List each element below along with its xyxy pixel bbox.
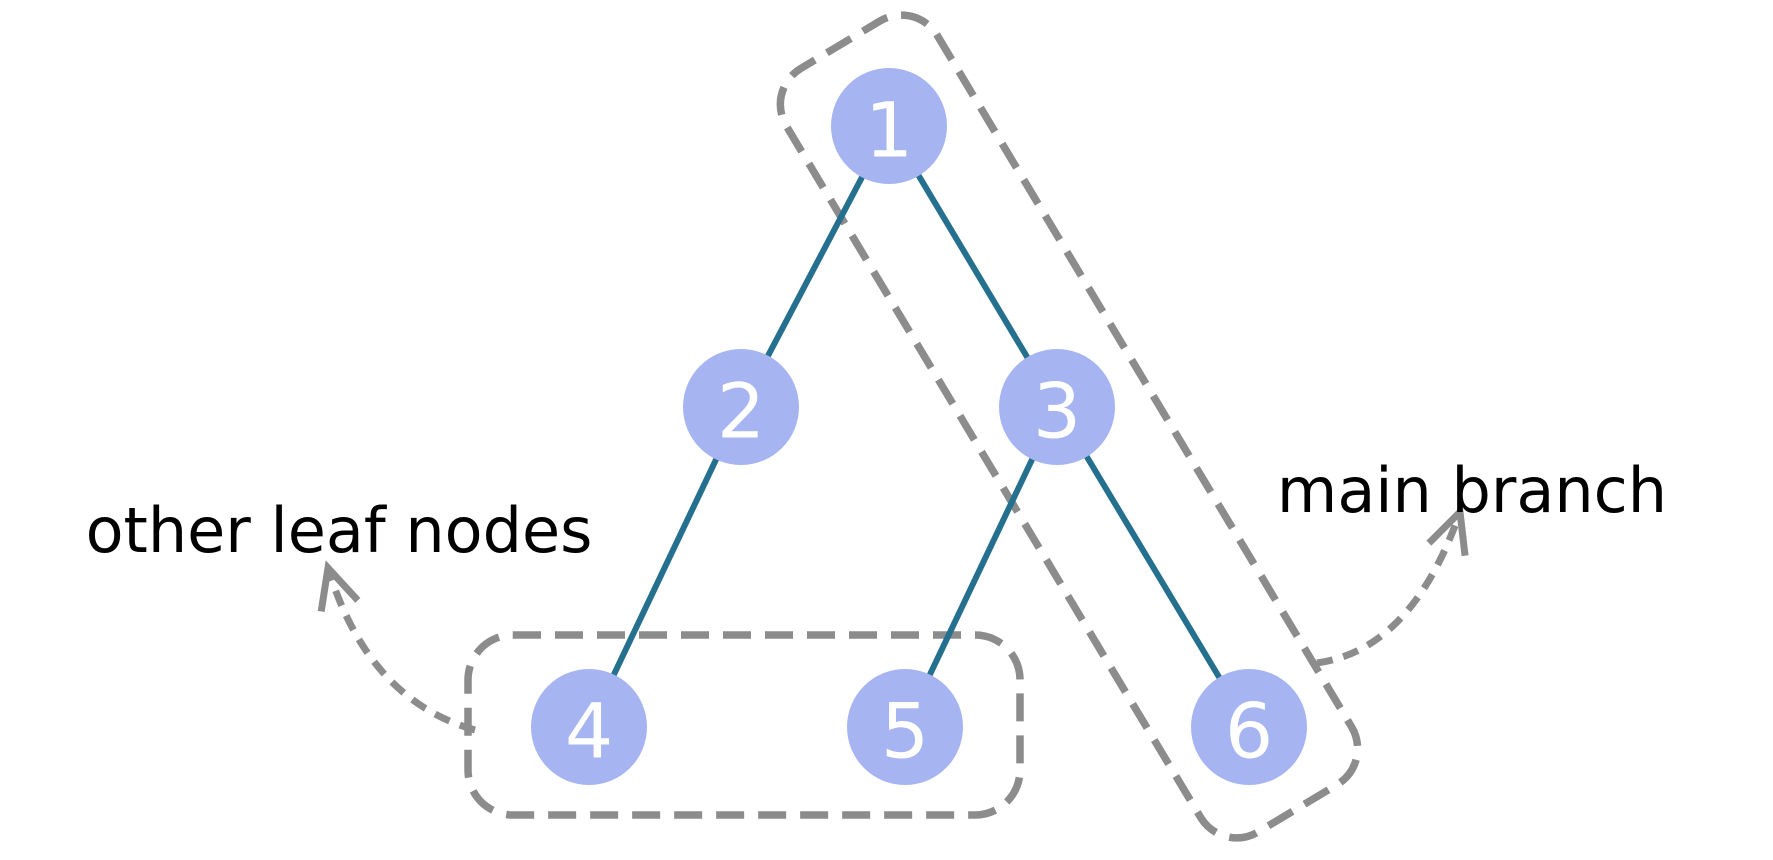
- other-leaf-nodes-arrow-head-icon: [317, 560, 361, 613]
- main-branch-label: main branch: [1277, 454, 1667, 527]
- edge-3-5: [902, 405, 1060, 729]
- edge-2-4: [586, 405, 744, 729]
- tree-nodes: 1 2 3 4 5 6: [531, 68, 1307, 785]
- node-label: 3: [1033, 367, 1081, 456]
- node-5: 5: [847, 669, 963, 785]
- node-label: 6: [1225, 687, 1273, 776]
- node-circle: [1191, 669, 1307, 785]
- other-leaf-nodes-label: other leaf nodes: [86, 494, 593, 567]
- node-6: 6: [1191, 669, 1307, 785]
- node-4: 4: [531, 669, 647, 785]
- node-circle: [531, 669, 647, 785]
- node-3: 3: [999, 349, 1115, 465]
- main-branch-box: [776, 11, 1362, 842]
- node-circle: [831, 68, 947, 184]
- annotation-labels: main branch other leaf nodes: [86, 454, 1667, 567]
- node-label: 1: [865, 86, 913, 175]
- node-1: 1: [831, 68, 947, 184]
- node-label: 4: [565, 687, 613, 776]
- node-label: 2: [717, 367, 765, 456]
- node-label: 5: [881, 687, 929, 776]
- annotation-arrows: [317, 504, 1469, 734]
- node-circle: [847, 669, 963, 785]
- node-circle: [683, 349, 799, 465]
- node-2: 2: [683, 349, 799, 465]
- main-branch-arrow-head-icon: [1426, 504, 1469, 557]
- edge-3-6: [1054, 405, 1252, 729]
- other-leaf-nodes-arrow: [324, 566, 476, 734]
- main-branch-arrow: [1316, 510, 1464, 667]
- node-circle: [999, 349, 1115, 465]
